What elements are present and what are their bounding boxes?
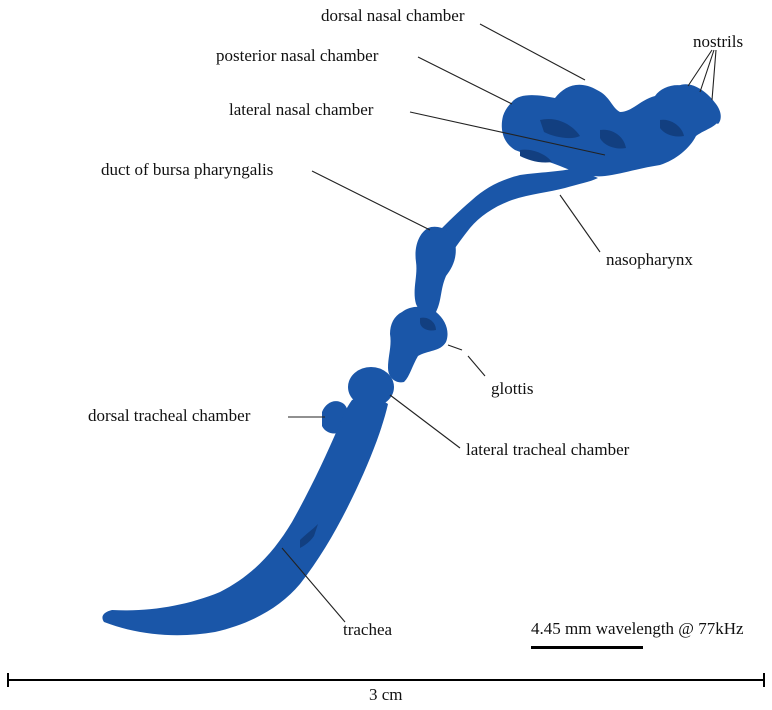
leader-nasopharynx — [560, 195, 600, 252]
label-duct-of-bursa-pharyngalis: duct of bursa pharyngalis — [101, 161, 273, 178]
label-lateral-tracheal-chamber: lateral tracheal chamber — [466, 441, 629, 458]
label-glottis: glottis — [491, 380, 534, 397]
pharynx-upper-shape — [415, 227, 456, 315]
wavelength-scale-bar — [531, 646, 643, 649]
leader-posterior-nasal-chamber — [418, 57, 512, 104]
label-dorsal-tracheal-chamber: dorsal tracheal chamber — [88, 407, 250, 424]
label-wavelength-scale: 4.45 mm wavelength @ 77kHz — [531, 620, 744, 637]
leader-nostrils-2 — [700, 50, 714, 92]
label-lateral-nasal-chamber: lateral nasal chamber — [229, 101, 373, 118]
leader-glottis-2 — [468, 356, 485, 376]
label-trachea: trachea — [343, 621, 392, 638]
leader-lateral-tracheal-chamber — [390, 395, 460, 448]
leader-glottis-1 — [448, 345, 462, 350]
label-dorsal-nasal-chamber: dorsal nasal chamber — [321, 7, 465, 24]
label-nostrils: nostrils — [693, 33, 743, 50]
label-posterior-nasal-chamber: posterior nasal chamber — [216, 47, 378, 64]
leader-dorsal-nasal-chamber — [480, 24, 585, 80]
larynx-shape — [388, 307, 448, 383]
label-nasopharynx: nasopharynx — [606, 251, 693, 268]
trachea-shape — [102, 398, 388, 635]
leader-duct-bursa — [312, 171, 430, 230]
label-length-scale: 3 cm — [369, 686, 403, 703]
leader-nostrils-3 — [712, 50, 716, 100]
